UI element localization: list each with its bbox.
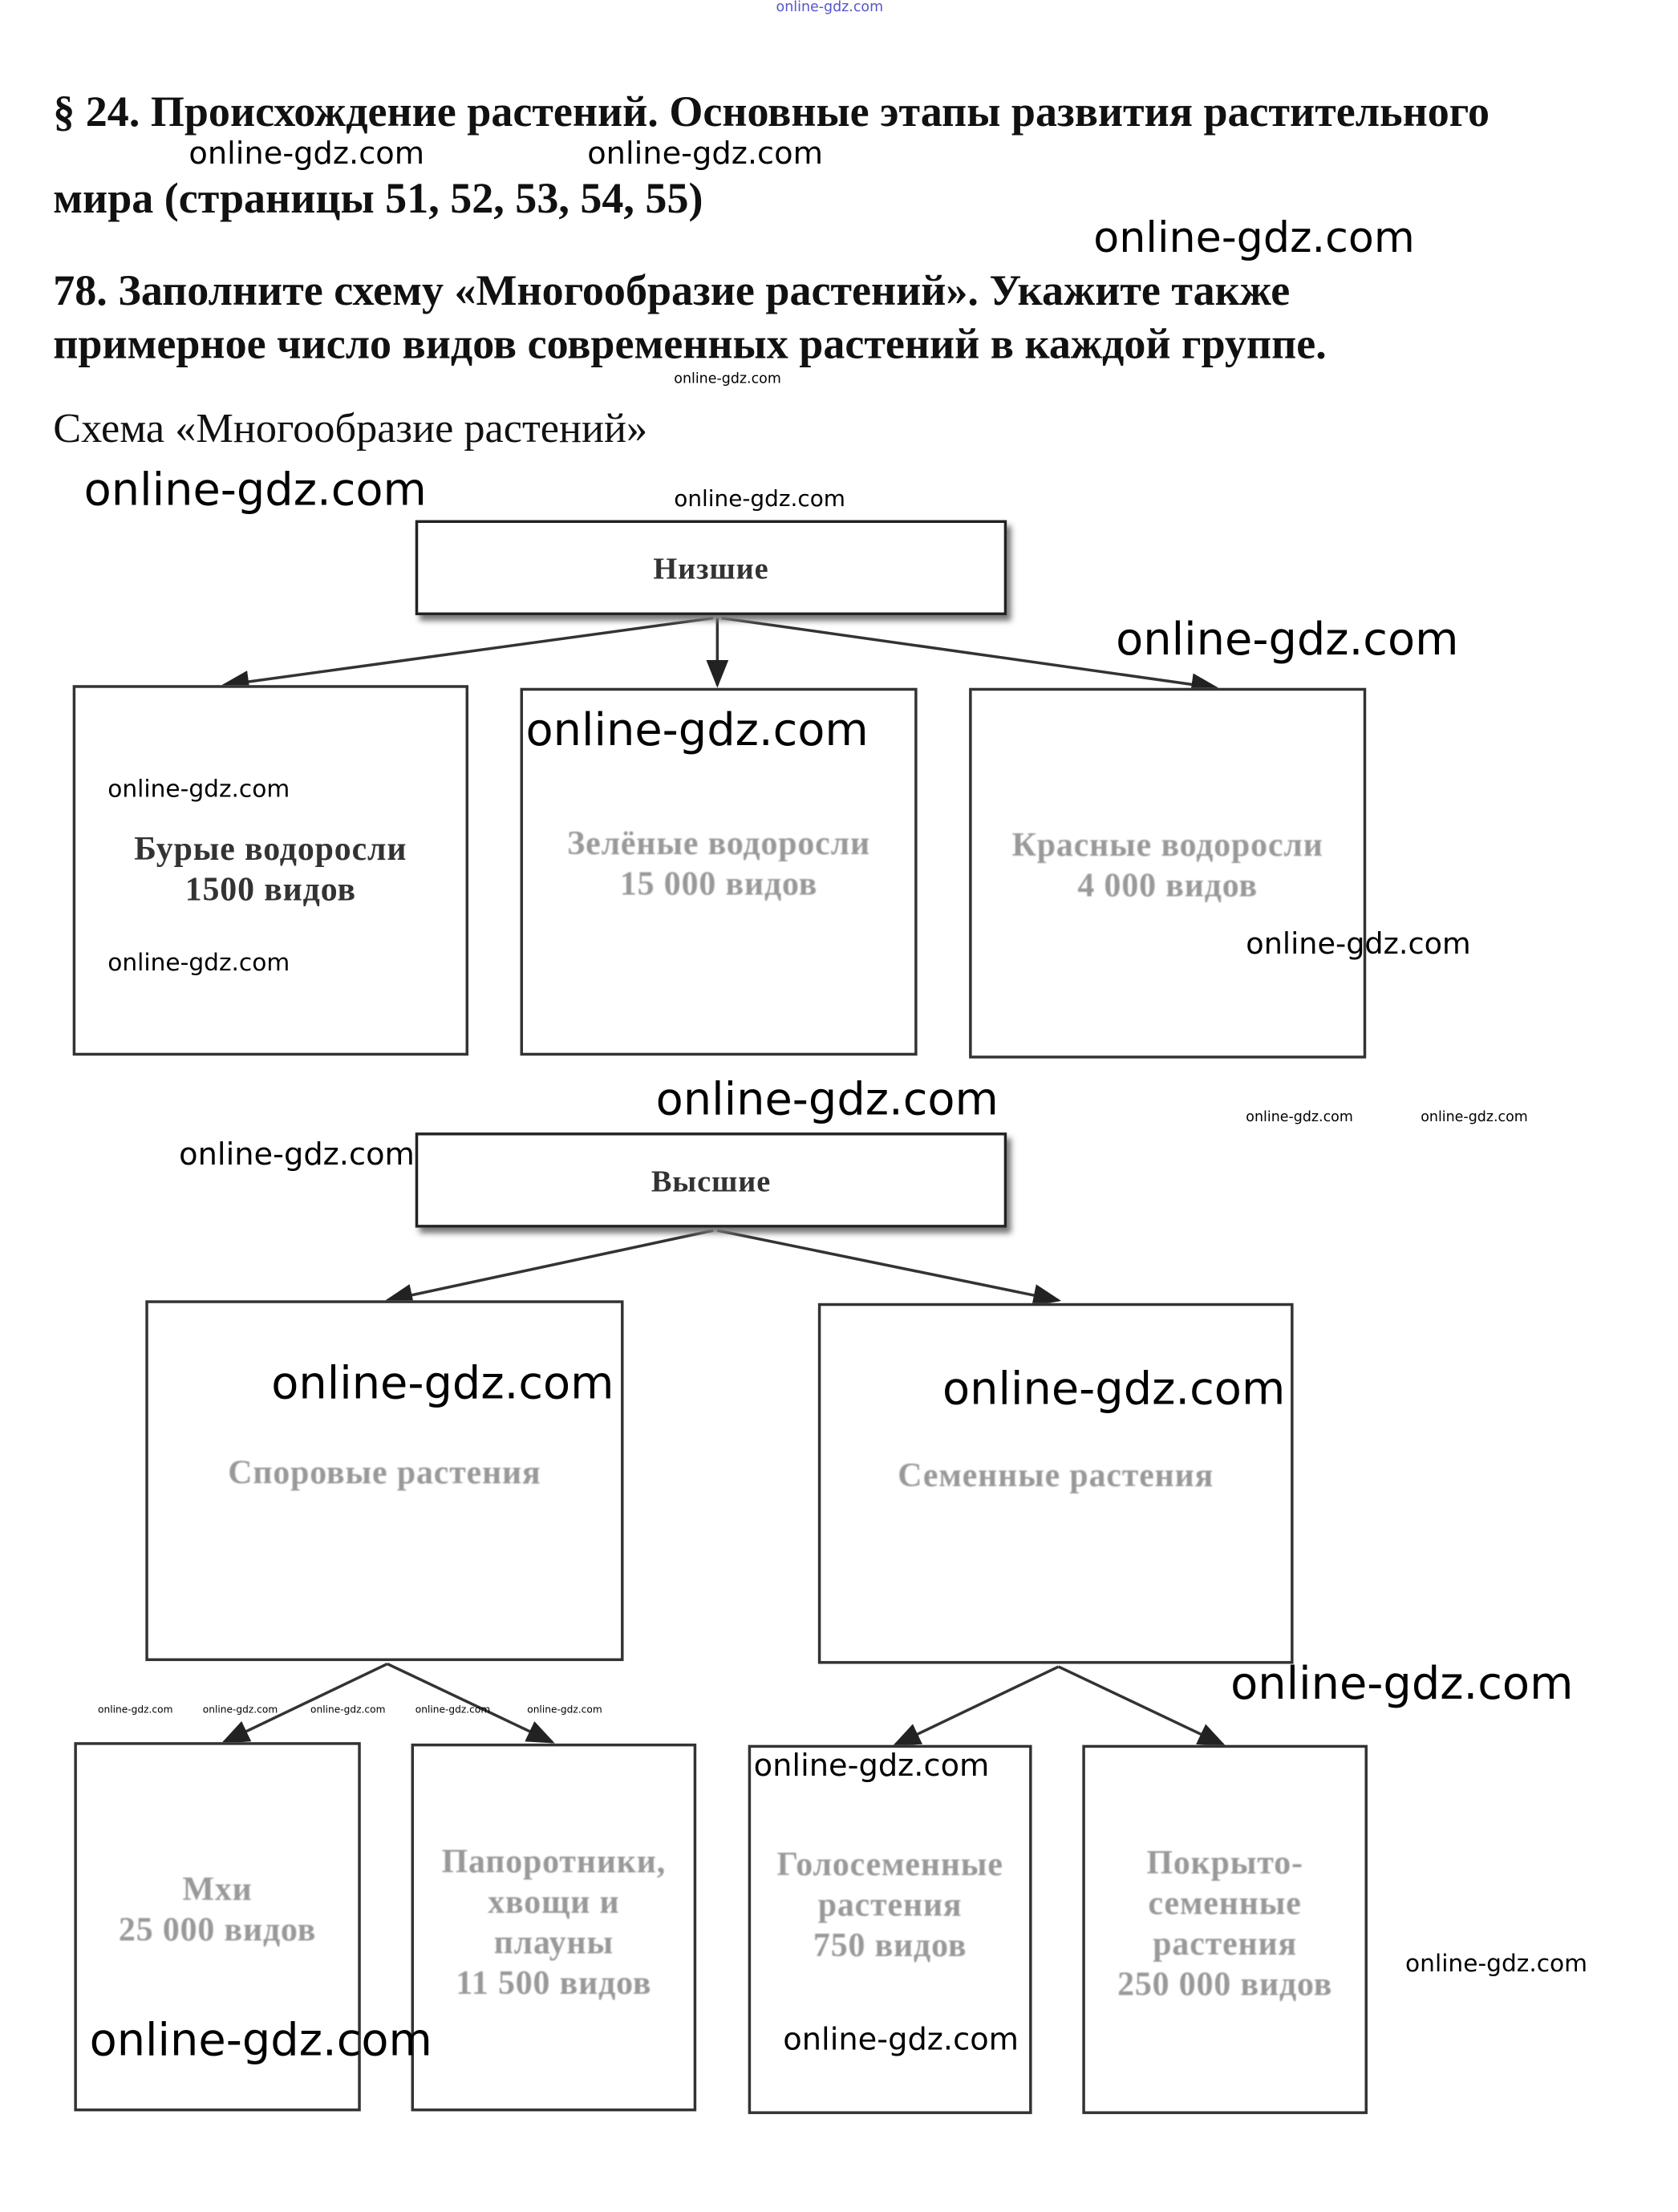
species-count: 15 000 видов — [619, 865, 818, 903]
watermark: online-gdz.com — [776, 0, 884, 16]
watermark: online-gdz.com — [942, 1362, 1286, 1416]
node-label: Споровые растения — [228, 1454, 541, 1492]
watermark: online-gdz.com — [1093, 213, 1415, 263]
watermark: online-gdz.com — [655, 1072, 999, 1126]
node-higher-plants: Высшие — [415, 1132, 1007, 1228]
node-label: семенные — [1148, 1886, 1302, 1923]
watermark: online-gdz.com — [1421, 1110, 1528, 1126]
node-label: Зелёные водоросли — [567, 825, 870, 862]
species-count: 1500 видов — [184, 871, 356, 909]
watermark: online-gdz.com — [202, 1704, 278, 1716]
node-lower-plants: Низшие — [415, 520, 1007, 616]
watermark: online-gdz.com — [783, 2023, 1019, 2059]
watermark: online-gdz.com — [525, 703, 869, 757]
node-label: Папоротники, — [441, 1843, 667, 1880]
watermark: online-gdz.com — [107, 949, 290, 978]
node-label: хвощи и — [488, 1884, 620, 1921]
watermark: online-gdz.com — [415, 1704, 491, 1716]
node-label: Мхи — [182, 1872, 253, 1909]
watermark: online-gdz.com — [1246, 926, 1471, 961]
species-count: 25 000 видов — [118, 1912, 317, 1950]
paragraph-heading-cont: мира (страницы 51, 52, 53, 54, 55) — [53, 173, 703, 223]
watermark: online-gdz.com — [188, 136, 425, 172]
watermark: online-gdz.com — [1116, 612, 1459, 666]
watermark: online-gdz.com — [179, 1138, 415, 1173]
node-label: Семенные растения — [898, 1457, 1214, 1494]
watermark: online-gdz.com — [107, 776, 290, 804]
watermark: online-gdz.com — [674, 371, 781, 387]
node-spore-plants: Споровые растения — [145, 1300, 624, 1662]
node-label: Высшие — [651, 1162, 772, 1198]
node-label: Покрыто- — [1146, 1845, 1303, 1882]
watermark: online-gdz.com — [98, 1704, 173, 1716]
species-count: 11 500 видов — [456, 1965, 652, 2002]
task-text-cont: примерное число видов современных растен… — [53, 318, 1327, 368]
node-label: Голосеменные — [776, 1846, 1003, 1883]
watermark: online-gdz.com — [310, 1704, 386, 1716]
watermark: online-gdz.com — [1405, 1950, 1588, 1979]
watermark: online-gdz.com — [83, 463, 427, 517]
node-label: растения — [817, 1886, 963, 1923]
watermark: online-gdz.com — [89, 2013, 432, 2067]
node-seed-plants: Семенные растения — [817, 1302, 1294, 1664]
node-label: Низшие — [653, 550, 769, 585]
watermark: online-gdz.com — [1246, 1110, 1353, 1126]
task-text: 78. Заполните схему «Многообразие растен… — [53, 265, 1291, 315]
node-label: плауны — [493, 1924, 614, 1962]
watermark: online-gdz.com — [1230, 1656, 1574, 1711]
species-count: 4 000 видов — [1077, 867, 1258, 905]
node-label: растения — [1153, 1926, 1297, 1963]
species-count: 750 видов — [813, 1927, 967, 1964]
watermark: online-gdz.com — [271, 1356, 614, 1410]
node-label: Бурые водоросли — [134, 831, 407, 868]
paragraph-heading: § 24. Происхождение растений. Основные э… — [53, 87, 1490, 136]
watermark: online-gdz.com — [674, 484, 845, 512]
watermark: online-gdz.com — [753, 1748, 990, 1785]
species-count: 250 000 видов — [1117, 1967, 1333, 2004]
watermark: online-gdz.com — [527, 1704, 602, 1716]
node-label: Красные водоросли — [1011, 827, 1323, 864]
watermark: online-gdz.com — [587, 136, 823, 172]
scheme-title: Схема «Многообразие растений» — [53, 405, 648, 452]
